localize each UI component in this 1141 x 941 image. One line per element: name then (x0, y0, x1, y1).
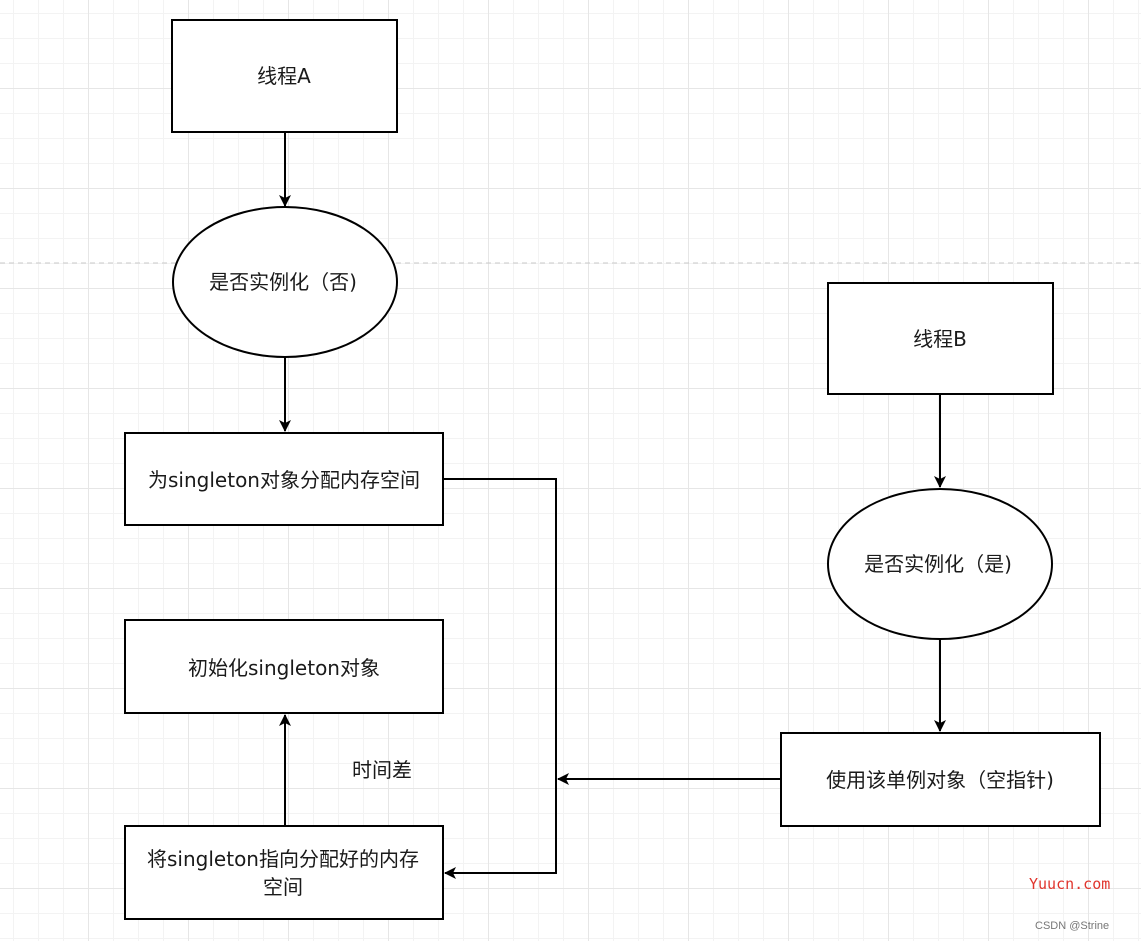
node-check-a-label: 是否实例化（否) (209, 270, 357, 294)
node-assign-label-line1: 将singleton指向分配好的内存 (147, 847, 419, 871)
node-use-label: 使用该单例对象（空指针) (826, 768, 1054, 792)
node-assign[interactable]: 将singleton指向分配好的内存 空间 (124, 825, 444, 920)
node-check-b-label: 是否实例化（是) (864, 552, 1012, 576)
node-init-label: 初始化singleton对象 (188, 656, 380, 680)
node-check-b[interactable]: 是否实例化（是) (827, 488, 1053, 640)
arrow-allocate-to-assign (443, 478, 557, 879)
node-thread-b-label: 线程B (913, 327, 967, 351)
time-gap-label: 时间差 (352, 758, 412, 782)
watermark-source: CSDN @Strine (1035, 920, 1110, 932)
node-thread-a[interactable]: 线程A (171, 19, 398, 133)
node-assign-label-line2: 空间 (263, 875, 303, 899)
node-check-a[interactable]: 是否实例化（否) (172, 206, 398, 358)
watermark-brand: Yuucn.com (1029, 875, 1111, 893)
node-use[interactable]: 使用该单例对象（空指针) (780, 732, 1101, 827)
node-allocate-label: 为singleton对象分配内存空间 (148, 468, 420, 492)
node-allocate[interactable]: 为singleton对象分配内存空间 (124, 432, 444, 526)
node-thread-b[interactable]: 线程B (827, 282, 1054, 395)
node-init[interactable]: 初始化singleton对象 (124, 619, 444, 714)
node-thread-a-label: 线程A (257, 64, 311, 88)
